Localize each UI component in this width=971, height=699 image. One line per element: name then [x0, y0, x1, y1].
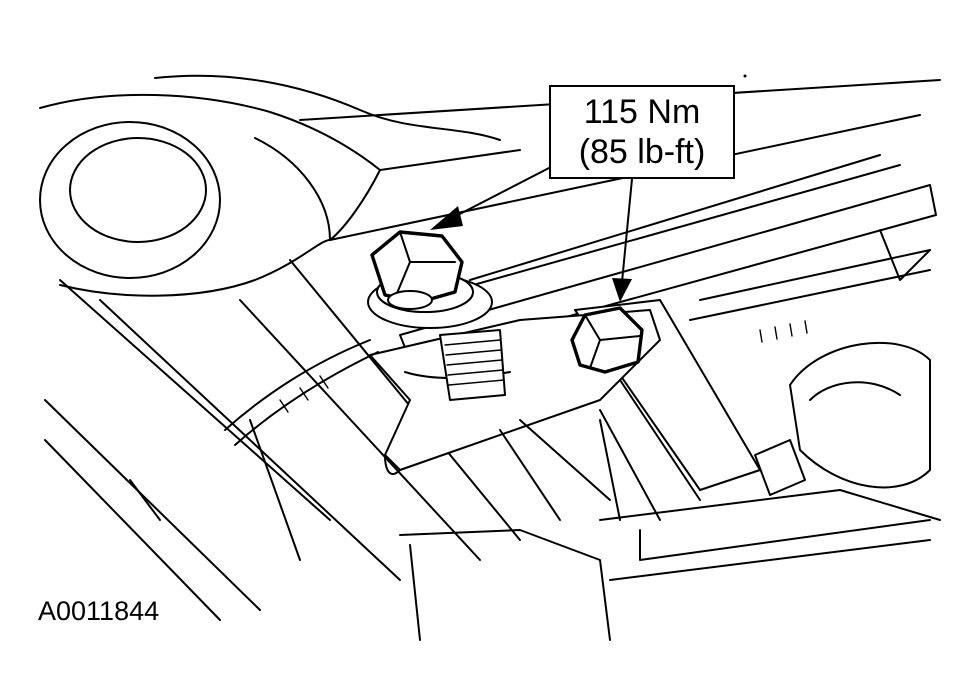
lower-crossmember	[249, 419, 941, 641]
figure-id-label: A0011844	[38, 596, 160, 626]
shock-absorber	[689, 229, 931, 496]
torque-callout: 115 Nm (85 lb-ft)	[549, 85, 735, 179]
frame-member-upper	[39, 74, 521, 297]
arrowhead-right-icon	[612, 278, 632, 302]
ink-mark	[743, 74, 747, 78]
frame-opening	[39, 121, 221, 279]
torque-metric-label: 115 Nm	[583, 93, 701, 131]
arrowhead-left-icon	[430, 206, 463, 230]
brake-hose	[224, 339, 379, 446]
torque-imperial-label: (85 lb-ft)	[578, 133, 706, 171]
chassis-rails	[44, 79, 941, 621]
right-bolt	[570, 306, 644, 374]
threaded-stud	[439, 329, 506, 401]
left-bolt	[367, 230, 493, 329]
callout-leaders	[430, 167, 633, 302]
